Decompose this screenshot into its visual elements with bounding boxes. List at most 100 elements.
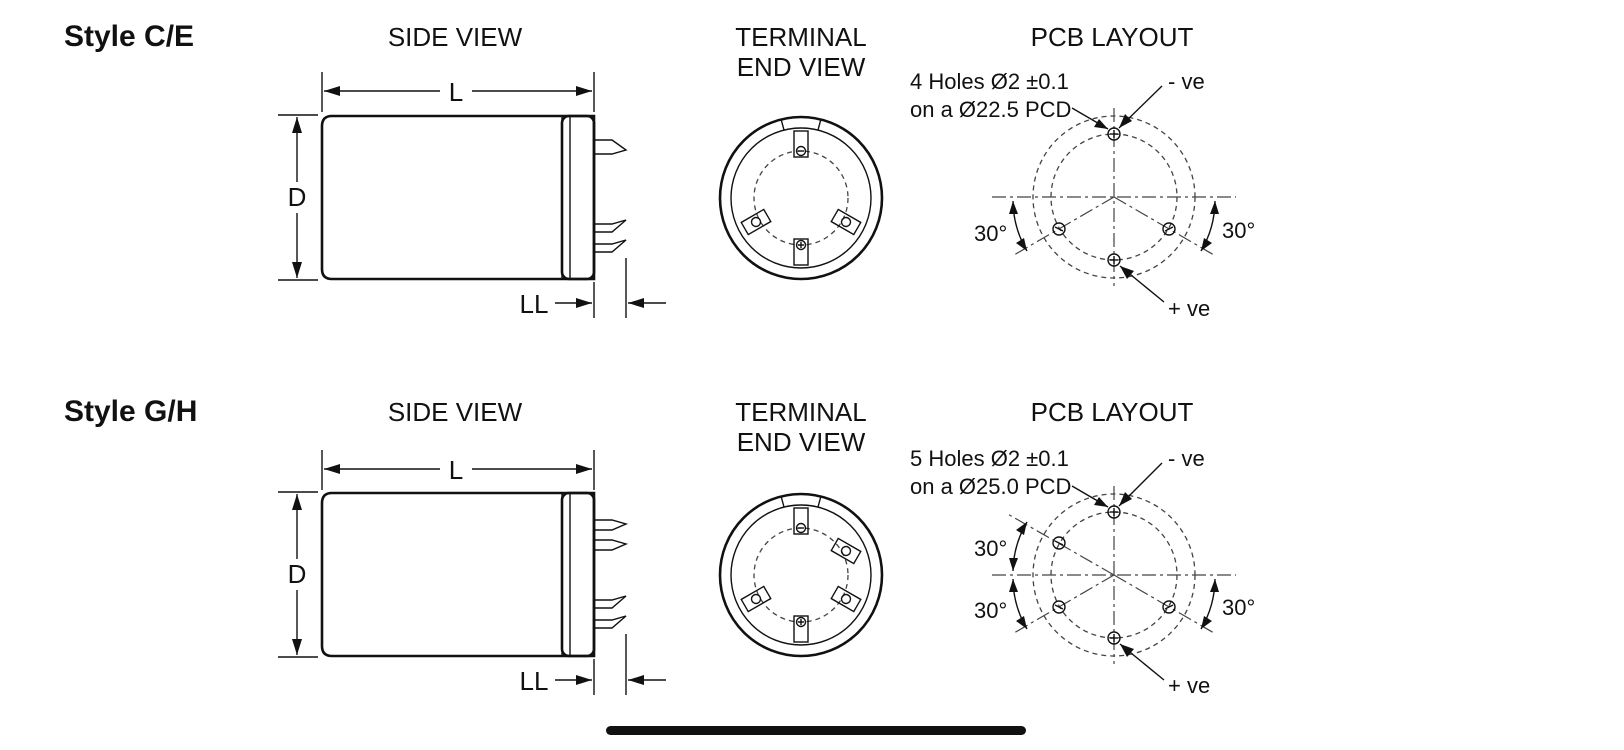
d-arrowhead-top — [292, 494, 302, 510]
terminal-lead-3 — [594, 595, 627, 609]
angle-arc-right-arrow-top — [1210, 201, 1219, 214]
angle-arc-left-arrow-bottom — [1016, 238, 1027, 251]
pcb-hole-negative — [1107, 127, 1121, 141]
l-arrowhead-left — [324, 464, 340, 474]
terminal-pcd-circle — [753, 150, 849, 246]
outer-can-circle — [718, 115, 884, 281]
leader-note-arrowhead — [1094, 497, 1108, 507]
rim-notch-right — [817, 495, 822, 508]
rim-notch-left — [780, 118, 785, 131]
style-gh-terminal-end-view: TERMINAL END VIEW — [718, 397, 884, 658]
capacitor-body — [320, 114, 596, 281]
pcb-note-line2: on a Ø22.5 PCD — [910, 97, 1071, 122]
angle-arc-lower-left-arrow-top — [1009, 579, 1018, 592]
pcb-hole-positive — [1107, 631, 1121, 645]
terminal-positive-bottom — [793, 615, 809, 643]
pcb-note-line2: on a Ø25.0 PCD — [910, 474, 1071, 499]
angle-arc-lower-left-arrow-bottom — [1016, 616, 1027, 629]
l-label: L — [449, 455, 463, 485]
leader-negative-arrowhead — [1119, 492, 1132, 506]
d-arrowhead-bottom — [292, 639, 302, 655]
terminal-lead-2 — [594, 539, 629, 551]
angle-arc-right-arrow-bottom — [1201, 616, 1212, 629]
ll-label: LL — [520, 666, 549, 696]
outer-can-circle — [718, 492, 884, 658]
angle-left-label: 30° — [974, 221, 1007, 246]
leader-note-arrowhead — [1094, 119, 1108, 129]
style-gh-side-view: SIDE VIEW L D — [278, 397, 666, 696]
terminal-heading-line2: END VIEW — [737, 427, 866, 457]
angle-right-label: 30° — [1222, 595, 1255, 620]
d-arrowhead-bottom — [292, 262, 302, 278]
negative-label: - ve — [1168, 446, 1205, 471]
style-ce-terminal-end-view: TERMINAL END VIEW — [718, 22, 884, 281]
terminal-lead-middle — [594, 219, 627, 233]
capacitor-body — [320, 491, 596, 658]
terminal-positive-bottom — [793, 238, 809, 266]
leader-positive-arrowhead — [1120, 644, 1134, 657]
angle-arc-right-arrow-bottom — [1201, 238, 1212, 251]
style-gh-section: Style G/H SIDE VIEW L D — [64, 395, 1255, 698]
rim-notch-left — [780, 495, 785, 508]
style-ce-pcb-layout: PCB LAYOUT 4 Holes Ø2 ±0.1 on a Ø22.5 PC… — [910, 22, 1255, 321]
pcb-hole-lower-left — [1052, 600, 1066, 614]
capacitor-end-cap — [560, 114, 596, 281]
rim-notch-right — [817, 118, 822, 131]
style-ce-side-view: SIDE VIEW L D — [278, 22, 666, 319]
l-arrowhead-right — [576, 86, 592, 96]
side-view-heading: SIDE VIEW — [388, 397, 523, 427]
ll-arrowhead-right — [628, 675, 644, 685]
pcb-hole-negative — [1107, 505, 1121, 519]
angle-upper-left-label: 30° — [974, 536, 1007, 561]
terminal-lead-1 — [594, 519, 629, 531]
ll-arrowhead-right — [628, 298, 644, 308]
terminal-lower-right — [830, 208, 862, 236]
pcb-hole-upper-left — [1052, 536, 1066, 550]
terminal-negative-top — [793, 130, 809, 158]
style-gh-title: Style G/H — [64, 395, 197, 428]
terminal-upper-right — [830, 537, 862, 565]
d-label: D — [288, 559, 307, 589]
pcb-hole-right — [1162, 222, 1176, 236]
l-arrowhead-left — [324, 86, 340, 96]
pcb-hole-lower-right — [1162, 600, 1176, 614]
terminal-lead-4 — [594, 615, 627, 629]
d-label: D — [288, 182, 307, 212]
terminal-lower-left — [740, 208, 772, 236]
home-indicator-bar[interactable] — [606, 726, 1026, 735]
pcb-hole-positive — [1107, 253, 1121, 267]
l-arrowhead-right — [576, 464, 592, 474]
ll-label: LL — [520, 289, 549, 319]
pcb-layout-heading: PCB LAYOUT — [1031, 397, 1194, 427]
terminal-lead-bottom — [594, 239, 627, 253]
terminal-heading-line1: TERMINAL — [735, 397, 866, 427]
terminal-negative-top — [793, 507, 809, 535]
ll-arrowhead-left — [576, 675, 592, 685]
l-label: L — [449, 77, 463, 107]
d-arrowhead-top — [292, 117, 302, 133]
ll-arrowhead-left — [576, 298, 592, 308]
leader-positive-arrowhead — [1120, 266, 1134, 279]
angle-arc-upper-left-arrow-top — [1016, 522, 1027, 535]
terminal-lead-top — [594, 139, 628, 155]
terminal-lower-left — [740, 585, 772, 613]
angle-arc-left-arrow-top — [1009, 201, 1018, 214]
terminal-heading-line2: END VIEW — [737, 52, 866, 82]
style-ce-title: Style C/E — [64, 20, 194, 53]
positive-label: + ve — [1168, 296, 1210, 321]
side-view-heading: SIDE VIEW — [388, 22, 523, 52]
capacitor-end-cap — [560, 491, 596, 658]
inner-rim-circle — [730, 504, 872, 646]
pcb-note-line1: 5 Holes Ø2 ±0.1 — [910, 446, 1069, 471]
angle-arc-right-arrow-top — [1210, 579, 1219, 592]
terminal-pcd-circle — [753, 527, 849, 623]
terminal-lower-right — [830, 585, 862, 613]
pcb-layout-heading: PCB LAYOUT — [1031, 22, 1194, 52]
leader-negative-arrowhead — [1119, 114, 1132, 128]
angle-arc-upper-left-arrow-bottom — [1009, 558, 1018, 571]
angle-lower-left-label: 30° — [974, 598, 1007, 623]
angle-right-label: 30° — [1222, 218, 1255, 243]
negative-label: - ve — [1168, 69, 1205, 94]
pcb-note-line1: 4 Holes Ø2 ±0.1 — [910, 69, 1069, 94]
